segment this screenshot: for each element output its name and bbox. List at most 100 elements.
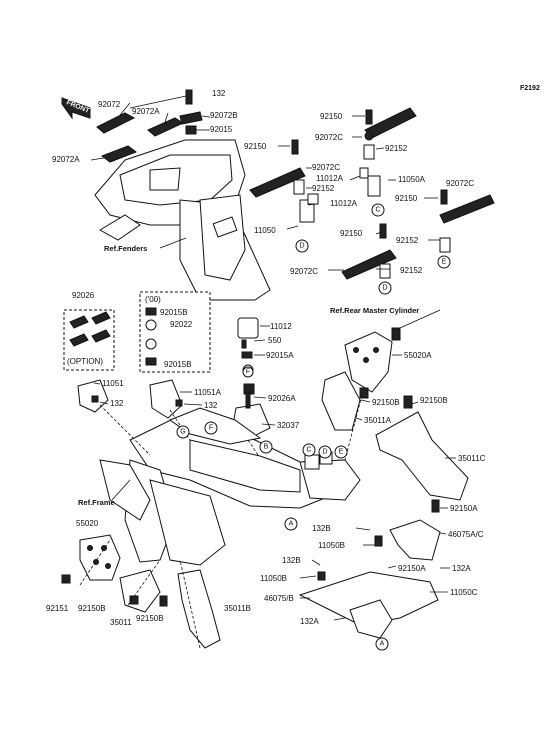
front-arrow-icon: FRONT	[61, 97, 91, 120]
label-11050c: 11050C	[450, 588, 478, 597]
band-92072c-mid	[249, 139, 306, 198]
figure-code: F2192	[520, 85, 540, 92]
collar-92152-bottom	[379, 263, 391, 279]
inset-right-part-2: 92022	[170, 320, 193, 329]
svg-text:E: E	[442, 259, 447, 266]
label-132-top: 132	[212, 89, 226, 98]
label-92150b-a: 92150B	[372, 398, 400, 407]
svg-text:G: G	[180, 429, 185, 436]
svg-text:F: F	[246, 369, 250, 376]
bracket-11051a	[149, 379, 183, 419]
label-92072c-c: 92072C	[446, 179, 474, 188]
label-92152-b: 92152	[312, 184, 335, 193]
label-92150b-c: 92150B	[78, 604, 106, 613]
label-132b-b: 132B	[282, 556, 301, 565]
label-92152-a: 92152	[385, 144, 408, 153]
label-35011: 35011	[110, 618, 132, 627]
label-55020: 55020	[76, 519, 99, 528]
label-550: 550	[268, 336, 282, 345]
marker-e-band: E	[437, 255, 451, 269]
label-35011a: 35011A	[364, 416, 392, 425]
label-92152-c: 92152	[396, 236, 419, 245]
footrest-35011c	[375, 395, 469, 501]
label-92150a-a: 92150A	[450, 504, 478, 513]
label-11051: 11051	[102, 379, 124, 388]
svg-text:C: C	[306, 447, 311, 454]
label-92072c-d: 92072C	[290, 267, 318, 276]
label-92150b-b: 92150B	[420, 396, 448, 405]
label-92015: 92015	[210, 125, 233, 134]
marker-d-bottom: D	[378, 281, 392, 295]
label-11051a: 11051A	[194, 388, 222, 397]
footrest-bracket-46075b	[298, 535, 439, 639]
marker-f-frame: F	[204, 421, 218, 435]
label-11050a: 11050A	[398, 175, 426, 184]
footrest-bracket-46075ac	[389, 499, 441, 561]
label-92150-b: 92150	[244, 142, 267, 151]
svg-text:F: F	[209, 425, 213, 432]
label-11050b-b: 11050B	[260, 574, 287, 583]
rear-fender-assembly	[94, 139, 271, 301]
label-92152-d: 92152	[400, 266, 423, 275]
inset-right-year: ('00)	[145, 295, 161, 304]
marker-e-frame: E	[334, 445, 348, 459]
footrest-35011	[119, 569, 161, 613]
svg-text:A: A	[289, 521, 294, 528]
footrest-bracket-55020	[61, 534, 121, 584]
marker-g-frame: G	[176, 425, 190, 439]
label-92150a-b: 92150A	[398, 564, 426, 573]
svg-text:D: D	[382, 285, 387, 292]
label-11050: 11050	[254, 226, 276, 235]
ref-rear-master-cylinder: Ref.Rear Master Cylinder	[330, 306, 419, 315]
label-92151: 92151	[46, 604, 69, 613]
footrest-bracket-55020a	[321, 327, 401, 431]
marker-c-frame: C	[302, 443, 316, 457]
marker-a-frame: A	[284, 517, 298, 531]
label-46075b: 46075/B	[264, 594, 294, 603]
svg-text:E: E	[339, 449, 344, 456]
label-92072: 92072	[98, 100, 121, 109]
label-92072a-left: 92072A	[52, 155, 80, 164]
collar-92152-right	[439, 237, 451, 253]
main-frame	[99, 407, 361, 566]
svg-text:C: C	[375, 207, 380, 214]
label-132b-a: 132B	[312, 524, 331, 533]
label-92150-a: 92150	[320, 112, 343, 121]
ref-fenders: Ref.Fenders	[104, 244, 147, 253]
label-35011b: 35011B	[224, 604, 251, 613]
label-92072b: 92072B	[210, 111, 238, 120]
label-92150-d: 92150	[340, 229, 363, 238]
label-55020a: 55020A	[404, 351, 432, 360]
bracket-92072a-left	[100, 145, 138, 163]
label-92072c-b: 92072C	[312, 163, 340, 172]
svg-text:B: B	[264, 444, 269, 451]
label-132-r: 132	[204, 401, 218, 410]
marker-f-damper: F	[242, 366, 254, 378]
marker-a-bottom: A	[375, 637, 389, 651]
marker-b-frame: B	[259, 440, 273, 454]
band-92072c-bottom	[341, 223, 397, 280]
ref-frame: Ref.Frame	[78, 498, 115, 507]
label-92150b-d: 92150B	[136, 614, 164, 623]
inset-right-00: ('00) 92015B 92022 92015B	[139, 291, 211, 373]
bolt-92072b	[179, 89, 203, 125]
label-92150-c: 92150	[395, 194, 418, 203]
bracket-92072	[96, 112, 136, 134]
nut-92015	[185, 125, 197, 135]
marker-c-band: C	[371, 203, 385, 217]
label-11012a-b: 11012A	[330, 199, 358, 208]
inset-right-part-3: 92015B	[164, 360, 192, 369]
damper-11050a	[359, 144, 381, 197]
inset-left-note: (OPTION)	[67, 357, 103, 366]
label-11012a-a: 11012A	[316, 174, 344, 183]
band-92072c-top	[364, 107, 417, 141]
label-32037: 32037	[277, 421, 300, 430]
label-35011c: 35011C	[458, 454, 486, 463]
label-132a-b: 132A	[300, 617, 319, 626]
footrest-35011b	[159, 569, 221, 649]
marker-d-band: D	[295, 239, 309, 253]
label-11050b-a: 11050B	[318, 541, 345, 550]
leader-lines	[79, 95, 456, 649]
inset-left-option: 92026 (OPTION)	[63, 291, 115, 371]
